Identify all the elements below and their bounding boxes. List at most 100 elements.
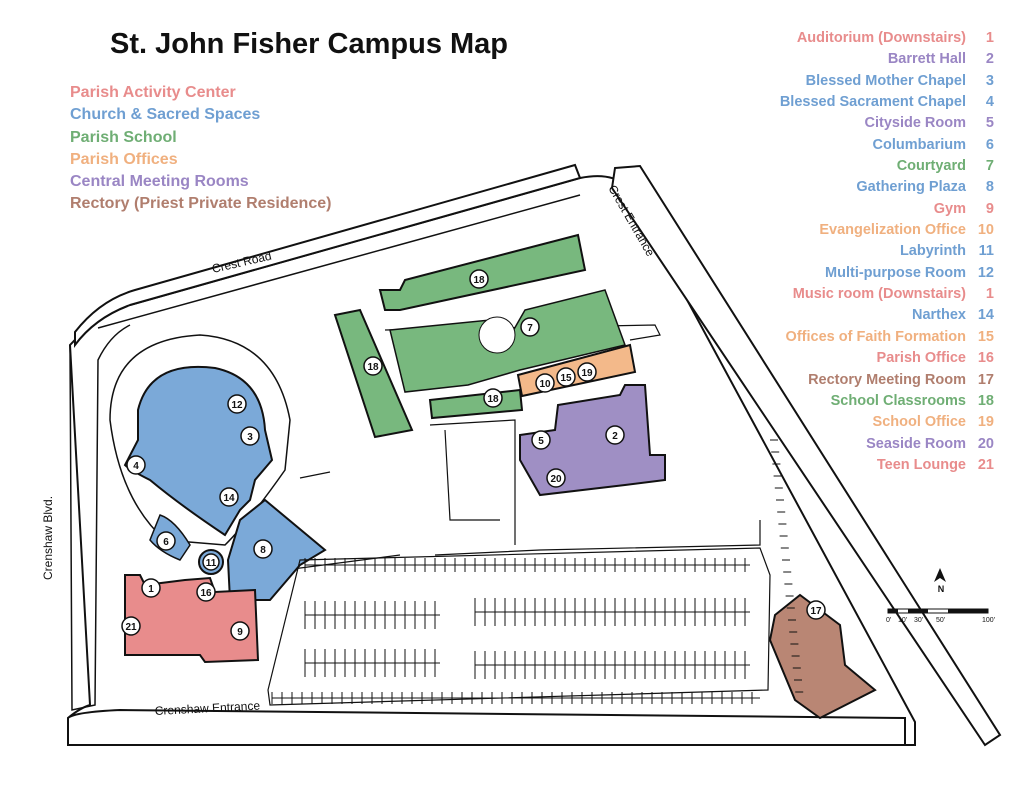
parking-row xyxy=(304,649,440,677)
category-5: Rectory (Priest Private Residence) xyxy=(70,195,332,213)
key-item: Auditorium (Downstairs)1 xyxy=(780,28,994,49)
svg-text:18: 18 xyxy=(487,394,499,405)
barrett-hall-building xyxy=(519,384,666,497)
key-item-name: Seaside Room xyxy=(866,435,966,452)
parking-stalls xyxy=(271,439,804,704)
marker-18-west: 18 xyxy=(363,356,383,376)
marker-14: 14 xyxy=(219,487,239,507)
svg-text:14: 14 xyxy=(223,493,235,504)
parking-row xyxy=(474,598,750,626)
key-item-number: 15 xyxy=(977,328,994,345)
marker-16: 16 xyxy=(196,582,216,602)
map-title: St. John Fisher Campus Map xyxy=(110,28,508,60)
svg-text:6: 6 xyxy=(163,537,169,548)
svg-text:18: 18 xyxy=(367,362,379,373)
svg-text:10: 10 xyxy=(539,379,551,390)
marker-5: 5 xyxy=(531,430,551,450)
svg-text:30': 30' xyxy=(914,617,923,624)
key-item-name: School Classrooms xyxy=(830,392,966,409)
marker-9: 9 xyxy=(230,621,250,641)
key-item-name: Music room (Downstairs) xyxy=(792,286,966,303)
walkway-lines xyxy=(284,324,761,571)
svg-text:3: 3 xyxy=(247,432,253,443)
marker-4: 4 xyxy=(126,455,146,475)
category-2: Parish School xyxy=(70,128,177,146)
crest-road xyxy=(74,163,582,349)
marker-15: 15 xyxy=(556,367,576,387)
key-item-number: 2 xyxy=(985,51,994,68)
svg-text:15: 15 xyxy=(560,373,572,384)
key-item-number: 6 xyxy=(985,136,994,153)
key-item-name: Cityside Room xyxy=(864,115,966,132)
svg-text:0': 0' xyxy=(886,617,891,624)
svg-text:7: 7 xyxy=(527,323,533,334)
marker-3: 3 xyxy=(240,426,260,446)
key-item-number: 14 xyxy=(977,307,994,324)
svg-text:19: 19 xyxy=(581,368,593,379)
marker-21: 21 xyxy=(121,616,141,636)
key-item-number: 21 xyxy=(977,456,994,473)
parking-row xyxy=(474,651,750,679)
marker-2: 2 xyxy=(605,425,625,445)
key-item-name: Teen Lounge xyxy=(876,456,966,473)
key-item-number: 17 xyxy=(977,371,994,388)
curb-marks xyxy=(770,439,804,693)
svg-text:21: 21 xyxy=(125,622,137,633)
key-item: Rectory Meeting Room 17 xyxy=(780,370,994,391)
key-item-number: 1 xyxy=(985,286,994,303)
crenshaw-blvd-label: Crenshaw Blvd. xyxy=(41,496,55,580)
key-item-name: Labyrinth xyxy=(899,243,966,260)
key-item-name: Blessed Sacrament Chapel xyxy=(779,94,966,111)
marker-18-south: 18 xyxy=(483,388,503,408)
key-item-number: 1 xyxy=(985,30,994,46)
key-item-number: 8 xyxy=(985,179,994,196)
svg-text:20: 20 xyxy=(550,474,562,485)
key-item: Parish Office 16 xyxy=(780,348,994,369)
category-1: Church & Sacred Spaces xyxy=(70,106,261,124)
svg-text:11: 11 xyxy=(206,558,217,569)
svg-text:5: 5 xyxy=(538,436,544,447)
key-item-name: Rectory Meeting Room xyxy=(808,371,966,388)
key-item-name: Parish Office xyxy=(876,350,966,367)
svg-text:50': 50' xyxy=(936,617,945,624)
svg-text:1: 1 xyxy=(148,584,154,595)
key-item-number: 4 xyxy=(985,94,994,111)
key-item-number: 9 xyxy=(985,200,994,217)
key-item: School Office 19 xyxy=(780,412,994,433)
parking-row xyxy=(304,601,440,629)
svg-text:8: 8 xyxy=(260,545,266,556)
key-item-name: Columbarium xyxy=(872,136,966,153)
key-item-name: Gathering Plaza xyxy=(856,179,966,196)
key-item-name: Evangelization Office xyxy=(819,222,966,239)
key-item: Gathering Plaza 8 xyxy=(780,177,994,198)
key-item-name: Barrett Hall xyxy=(887,51,966,68)
marker-18-north: 18 xyxy=(469,269,489,289)
key-item-name: Blessed Mother Chapel xyxy=(805,72,966,89)
marker-17: 17 xyxy=(806,600,826,620)
courtyard-fountain xyxy=(478,316,516,354)
key-item-number: 7 xyxy=(985,158,994,175)
marker-20: 20 xyxy=(546,468,566,488)
svg-text:9: 9 xyxy=(237,627,243,638)
key-item: Narthex 14 xyxy=(780,305,994,326)
key-item-number: 16 xyxy=(977,350,994,367)
marker-7: 7 xyxy=(520,317,540,337)
svg-text:4: 4 xyxy=(133,461,139,472)
parking-lot xyxy=(267,547,771,706)
key-item-number: 19 xyxy=(977,414,994,431)
category-4: Central Meeting Rooms xyxy=(70,173,249,191)
crest-road-edge xyxy=(97,194,581,329)
parking-row xyxy=(271,692,760,704)
key-item-name: Narthex xyxy=(912,307,966,324)
marker-1: 1 xyxy=(141,578,161,598)
key-item-name: School Office xyxy=(872,414,966,431)
marker-8: 8 xyxy=(253,539,273,559)
key-item-number: 10 xyxy=(977,222,994,239)
